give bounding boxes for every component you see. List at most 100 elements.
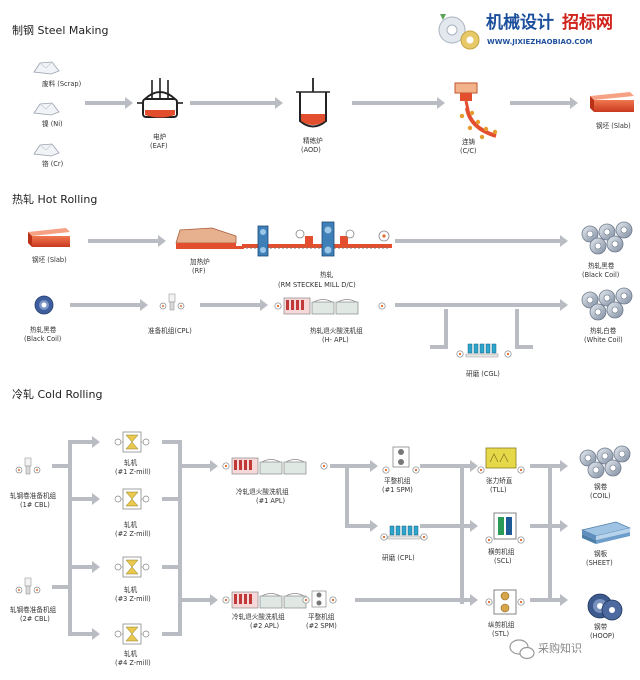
white-coil-stack-icon — [581, 287, 633, 321]
hot-mill-label-en: (RM STECKEL MILL D/C) — [278, 281, 356, 289]
reheating-furnace-icon — [175, 227, 244, 249]
black-coil-in-label-en: (Black Coil) — [24, 335, 61, 343]
tll-machine-icon — [477, 447, 525, 474]
zmill2-icon — [114, 488, 150, 510]
cold-cpl-label: 研磨 (CPL) — [382, 553, 415, 562]
zmill3-label-cn: 轧机 — [124, 585, 138, 594]
apl2-line-icon — [222, 590, 337, 609]
scl-label-en: (SCL) — [494, 557, 512, 565]
cbl2-machine-icon — [15, 577, 41, 595]
logo-text-blue: 机械设计 — [486, 12, 554, 33]
flow-lines — [52, 436, 568, 640]
chromium-label: 铬 (Cr) — [42, 159, 63, 168]
cbl1-label-en: (1# CBL) — [20, 501, 50, 509]
zmill1-icon — [114, 431, 150, 453]
zmill1-label-cn: 轧机 — [124, 458, 138, 467]
scrap-pile-icon — [33, 61, 60, 75]
continuous-caster-icon — [454, 82, 498, 140]
flow-arrows — [70, 235, 568, 349]
black-coil-out-label-en: (Black Coil) — [582, 271, 619, 279]
rf-label-en: (RF) — [192, 267, 206, 275]
hot-rolling-section: 钢坯 (Slab) 加热炉 (RF) 热轧 (RM STECKEL MILL D… — [24, 221, 633, 378]
gear-logo-icon — [438, 14, 480, 50]
sheet-label-en: (SHEET) — [586, 559, 613, 567]
apl1-line-icon — [222, 457, 328, 475]
tll-label-cn: 张力矫直 — [486, 476, 513, 485]
zmill4-label-cn: 轧机 — [124, 649, 138, 658]
cc-label-en: (C/C) — [460, 147, 477, 155]
cgl-grinder-icon — [456, 343, 512, 358]
sll-label-en: (STL) — [492, 630, 509, 638]
section-cold-rolling-title: 冷轧 Cold Rolling — [12, 387, 102, 401]
hot-slab-icon — [28, 228, 70, 247]
spm1-label-cn: 平整机组 — [384, 476, 411, 485]
flow-arrows — [85, 97, 578, 109]
spm1-machine-icon — [382, 446, 420, 474]
hapl-line-icon — [274, 297, 386, 315]
eaf-label-en: (EAF) — [150, 142, 168, 150]
cc-label-cn: 连铸 — [462, 137, 476, 146]
tll-label-en: (TLL) — [490, 486, 507, 494]
scl-label-cn: 横剪机组 — [488, 547, 515, 556]
logo: 机械设计 招标网 WWW.JIXIEZHAOBIAO.COM — [438, 12, 613, 50]
hot-rolling-mill-icon — [242, 221, 392, 257]
rf-label-cn: 加热炉 — [190, 257, 210, 266]
cold-rolling-section: 轧钢卷准备机组 (1# CBL) 轧钢卷准备机组 (2# CBL) 轧机 (#1… — [10, 431, 632, 667]
apl1-label-en: (#1 APL) — [256, 497, 285, 505]
aod-label-en: (AOD) — [301, 146, 321, 154]
zmill3-icon — [114, 556, 150, 578]
aod-label-cn: 精练炉 — [303, 136, 323, 145]
cbl1-label-cn: 轧钢卷准备机组 — [10, 491, 57, 500]
zmill4-label-en: (#4 Z-mill) — [115, 659, 151, 667]
sll-machine-icon — [485, 589, 525, 615]
eaf-furnace-icon — [137, 78, 183, 118]
white-coil-label-cn: 热轧白卷 — [590, 326, 617, 335]
hot-slab-label: 钢坯 (Slab) — [32, 256, 67, 264]
scl-machine-icon — [485, 512, 525, 544]
coil-label-en: (COIL) — [590, 492, 611, 500]
slab-label: 钢坯 (Slab) — [596, 122, 631, 130]
section-steel-making-title: 制钢 Steel Making — [12, 24, 109, 37]
hot-mill-label-cn: 热轧 — [320, 270, 334, 279]
hapl-label-en: (H- APL) — [322, 336, 349, 344]
zmill2-label-cn: 轧机 — [124, 520, 138, 529]
sheet-label-cn: 钢板 — [594, 549, 608, 558]
chromium-pile-icon — [33, 143, 60, 157]
apl1-label-cn: 冷轧退火酸洗机组 — [236, 487, 289, 496]
white-coil-label-en: (White Coil) — [584, 336, 623, 344]
nickel-label: 镍 (Ni) — [42, 119, 63, 128]
zmill1-label-en: (#1 Z-mill) — [115, 468, 151, 476]
black-coil-stack-icon — [581, 221, 633, 255]
cold-cpl-grinder-icon — [380, 525, 428, 541]
logo-url: WWW.JIXIEZHAOBIAO.COM — [487, 38, 592, 46]
nickel-pile-icon — [33, 102, 60, 116]
slab-icon — [590, 92, 634, 112]
wechat-icon — [509, 639, 535, 660]
steel-making-section: 废料 (Scrap) 镍 (Ni) 铬 (Cr) 电炉 (EAF) 精练炉 (A… — [33, 61, 634, 168]
black-coil-icon — [34, 295, 54, 315]
cbl2-label-en: (2# CBL) — [20, 615, 50, 623]
hoop-label-en: (HOOP) — [590, 632, 614, 640]
apl2-label-cn: 冷轧退火酸洗机组 — [232, 612, 285, 621]
watermark-text: 采购知识 — [538, 641, 582, 655]
apl2-label-en: (#2 APL) — [250, 622, 279, 630]
cbl1-machine-icon — [15, 457, 41, 475]
spm1-label-en: (#1 SPM) — [382, 486, 413, 494]
zmill3-label-en: (#3 Z-mill) — [115, 595, 151, 603]
zmill2-label-en: (#2 Z-mill) — [115, 530, 151, 538]
sheet-stack-icon — [580, 521, 632, 544]
sll-label-cn: 纵剪机组 — [488, 620, 515, 629]
aod-converter-icon — [296, 78, 330, 128]
watermark: 采购知识 — [509, 639, 582, 660]
hoop-label-cn: 钢带 — [594, 623, 608, 631]
cbl2-label-cn: 轧钢卷准备机组 — [10, 605, 57, 614]
black-coil-in-label-cn: 热轧黑卷 — [30, 325, 57, 334]
hot-cpl-label: 准备机组(CPL) — [148, 326, 192, 335]
coil-label-cn: 钢卷 — [594, 482, 608, 491]
spm2-label-cn: 平整机组 — [308, 612, 335, 621]
zmill4-icon — [114, 623, 150, 645]
cgl-label: 研磨 (CGL) — [466, 369, 500, 378]
section-hot-rolling-title: 热轧 Hot Rolling — [12, 192, 97, 206]
cpl-machine-icon — [159, 293, 185, 311]
